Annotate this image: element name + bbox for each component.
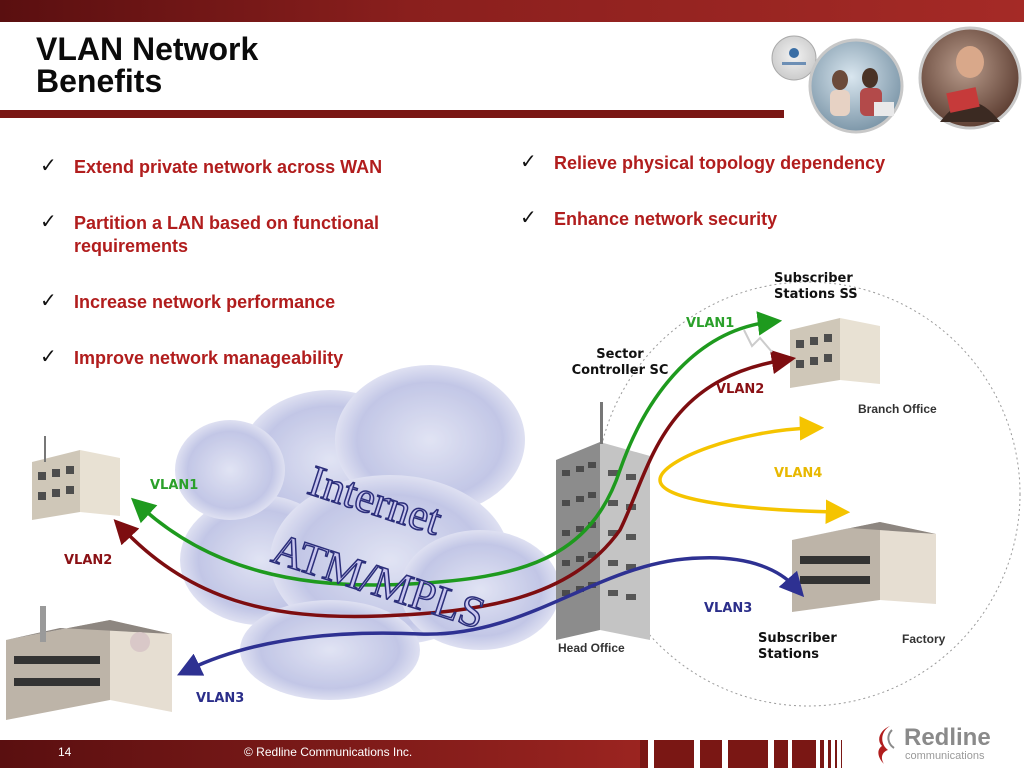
- footer: 14 © Redline Communications Inc.: [0, 740, 1024, 768]
- vlan-diagram: Subscriber Stations SS Sector Controller…: [0, 265, 1024, 740]
- footer-stripes: [640, 740, 842, 768]
- left-office-building: [32, 436, 120, 520]
- left-factory-building: [6, 606, 172, 720]
- label-vlan3-left: VLAN3: [196, 691, 245, 706]
- title-line-1: VLAN Network: [36, 31, 259, 67]
- checkmark-icon: ✓: [40, 209, 57, 233]
- title-line-2: Benefits: [36, 63, 163, 99]
- label-head-office: Head Office: [558, 641, 625, 655]
- bullet-text: Extend private network across WAN: [74, 157, 383, 177]
- diagram-graphics: [6, 281, 1021, 720]
- checkmark-icon: ✓: [520, 205, 537, 229]
- bullet-text: Relieve physical topology dependency: [554, 153, 886, 173]
- copyright: © Redline Communications Inc.: [244, 745, 413, 759]
- label-branch-office: Branch Office: [858, 402, 937, 416]
- checkmark-icon: ✓: [520, 149, 537, 173]
- bullet-item: ✓ Extend private network across WAN: [38, 153, 478, 179]
- students-photo: [808, 38, 904, 134]
- label-vlan1-right: VLAN1: [686, 316, 735, 331]
- head-office-building: [556, 402, 650, 640]
- header-photos: [771, 26, 1022, 134]
- bullet-item: ✓ Enhance network security: [518, 205, 988, 231]
- label-vlan3-right: VLAN3: [704, 601, 753, 616]
- label-subscriber-ss: Subscriber Stations SS: [774, 271, 858, 302]
- label-subscriber-stations: Subscriber Stations: [758, 631, 837, 662]
- factory-building: [792, 522, 936, 612]
- label-factory: Factory: [902, 632, 946, 646]
- redline-swoosh-icon: [878, 726, 895, 764]
- slide-number: 14: [58, 745, 72, 759]
- title-underline: [0, 110, 784, 118]
- label-vlan2-left: VLAN2: [64, 553, 113, 568]
- redline-logo: Redline communications: [874, 722, 1024, 768]
- slide-title: VLAN Network Benefits: [36, 33, 258, 97]
- logo-word: Redline: [904, 724, 991, 751]
- right-bullet-list: ✓ Relieve physical topology dependency ✓ E…: [518, 149, 988, 264]
- wimax-badge-icon: [771, 35, 817, 81]
- footer-bar: 14 © Redline Communications Inc.: [0, 740, 640, 768]
- checkmark-icon: ✓: [40, 153, 57, 177]
- label-vlan2-right: VLAN2: [716, 382, 765, 397]
- bullet-text: Increase network performance: [74, 292, 336, 312]
- checkmark-icon: ✓: [40, 288, 57, 312]
- top-banner: [0, 0, 1024, 22]
- label-vlan1-left: VLAN1: [150, 478, 199, 493]
- branch-office-building: [790, 318, 880, 388]
- bullet-item: ✓ Partition a LAN based on functional req…: [38, 209, 478, 258]
- businessman-photo: [918, 26, 1022, 130]
- bullet-item: ✓ Increase network performance: [38, 288, 478, 314]
- vlan4-path: [658, 416, 851, 524]
- wireless-link-icon: [743, 329, 773, 353]
- bullet-text: Enhance network security: [554, 209, 778, 229]
- logo-subtext: communications: [905, 750, 985, 762]
- checkmark-icon: ✓: [40, 344, 57, 368]
- bullet-text: Partition a LAN based on functional requ…: [74, 213, 380, 256]
- bullet-item: ✓ Relieve physical topology dependency: [518, 149, 988, 175]
- label-vlan4-right: VLAN4: [774, 466, 823, 481]
- vlan3-path: [176, 556, 805, 676]
- label-sector-controller: Sector Controller SC: [571, 347, 669, 378]
- internet-cloud: [175, 365, 560, 700]
